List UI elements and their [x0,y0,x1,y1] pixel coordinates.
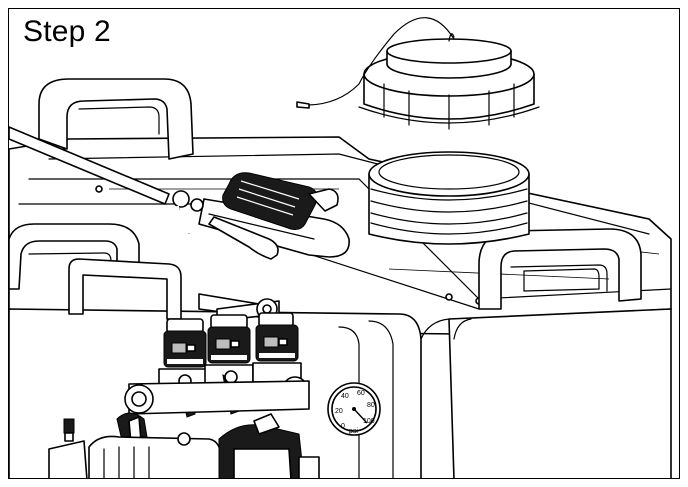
gauge-tick-40: 40 [341,393,349,400]
illustration-frame: 0 20 40 60 80 100 psi Step 2 [8,8,680,479]
tank-cap [358,33,540,130]
gauge-tick-80: 80 [367,402,375,409]
step-label: Step 2 [23,15,111,48]
gauge-tick-100: 100 [363,418,375,425]
gauge-tick-20: 20 [335,408,343,415]
pressure-gauge: 0 20 40 60 80 100 psi [327,382,381,436]
sprayer-tank-illustration: 0 20 40 60 80 100 psi [9,17,672,478]
pump-motor [48,413,320,478]
spray-wand [9,126,350,260]
gauge-tick-0: 0 [341,423,345,430]
gauge-tick-60: 60 [357,390,365,397]
tank-opening [368,151,530,245]
gauge-unit-label: psi [349,428,358,435]
cap-tether [296,17,455,109]
hose-loop [140,206,192,268]
